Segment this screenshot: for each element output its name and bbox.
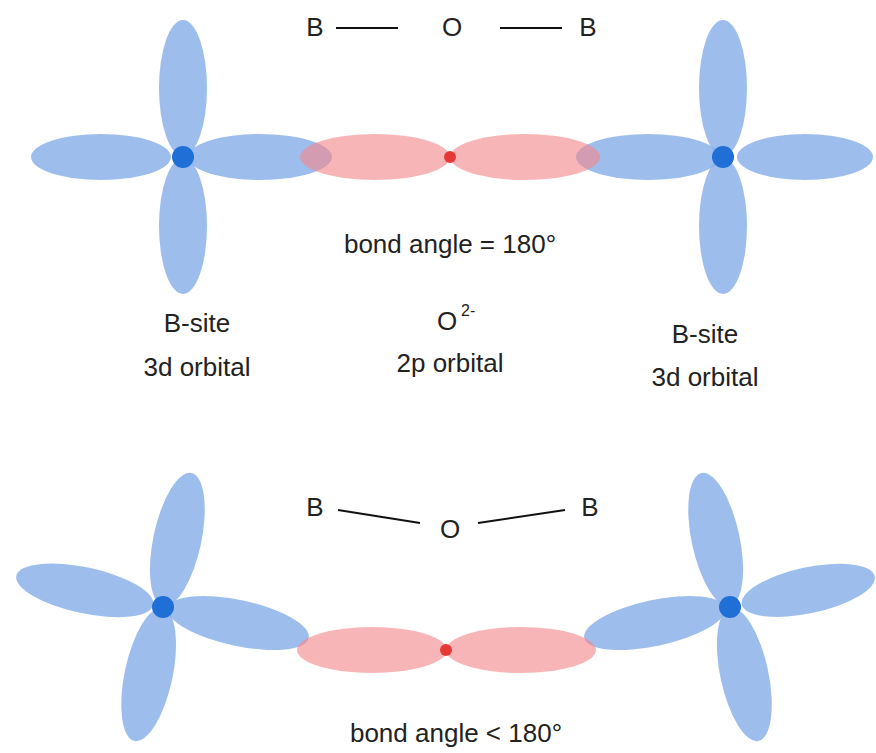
orbital-label: 2p orbital <box>397 349 504 379</box>
orbital-label: B-site <box>672 320 738 350</box>
ion-label: O <box>437 307 457 337</box>
atom-label: O <box>440 515 460 545</box>
oxygen-atom <box>444 151 456 163</box>
atom-label: B <box>579 13 596 43</box>
oxygen-orbital <box>297 627 596 673</box>
orbital-label: 3d orbital <box>144 353 251 383</box>
bond-line <box>336 28 565 523</box>
atom-label: B <box>306 13 323 43</box>
oxygen-orbital <box>300 134 600 180</box>
orbital-label: 3d orbital <box>652 363 759 393</box>
b-site-orbital <box>556 442 876 753</box>
atom-label: B <box>306 493 323 523</box>
b-site-atom <box>172 146 194 168</box>
b-site-orbital <box>31 20 332 294</box>
angle-label: bond angle = 180° <box>344 230 556 260</box>
b-site-atom <box>712 146 734 168</box>
atom-label: O <box>442 13 462 43</box>
angle-label: bond angle < 180° <box>350 719 562 749</box>
oxygen-atom <box>440 644 452 656</box>
b-site-atom <box>719 596 741 618</box>
charge-superscript: 2- <box>461 302 475 320</box>
orbital-label: B-site <box>164 309 230 339</box>
b-site-atom <box>152 596 174 618</box>
b-site-orbital <box>0 442 337 753</box>
atom-label: B <box>581 493 598 523</box>
b-site-orbital <box>576 20 873 294</box>
